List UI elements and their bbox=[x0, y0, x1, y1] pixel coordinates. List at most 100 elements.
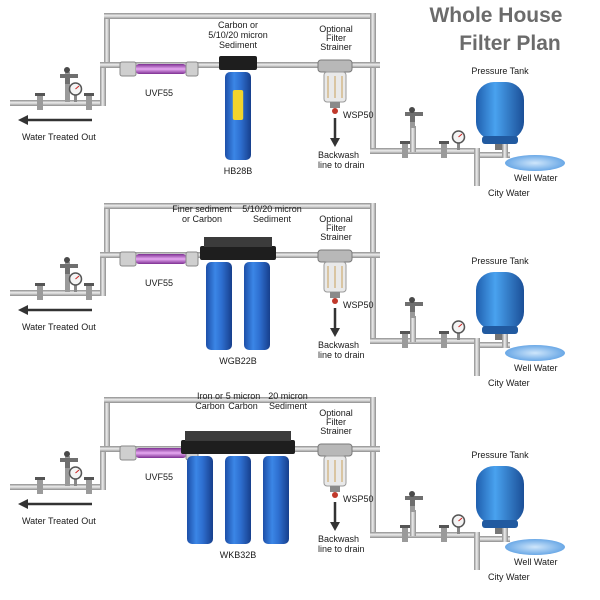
strainer-label-line-3: Strainer bbox=[320, 42, 352, 52]
uv-sterilizer-icon bbox=[119, 61, 199, 77]
filter-label-1-line-1: Iron or bbox=[197, 391, 223, 401]
city-water-label: City Water bbox=[488, 378, 530, 388]
title-line-2: Filter Plan bbox=[459, 32, 561, 55]
valve-icon bbox=[35, 283, 45, 300]
uv-label: UVF55 bbox=[145, 278, 173, 288]
valve-icon bbox=[84, 283, 94, 300]
backwash-label-line-2: line to drain bbox=[318, 544, 365, 554]
faucet-icon bbox=[405, 107, 423, 128]
strainer-label-line-2: Filter bbox=[326, 33, 346, 43]
strainer-model-label: WSP50 bbox=[343, 300, 374, 310]
pressure-gauge-icon bbox=[451, 130, 466, 150]
pressure-tank-label: Pressure Tank bbox=[471, 256, 529, 266]
backwash-label-line-2: line to drain bbox=[318, 350, 365, 360]
valve-icon bbox=[439, 525, 449, 542]
valve-icon bbox=[84, 93, 94, 110]
faucet-icon bbox=[405, 491, 423, 512]
spin-down-strainer-icon bbox=[317, 249, 353, 304]
strainer-model-label: WSP50 bbox=[343, 494, 374, 504]
pressure-gauge-icon bbox=[68, 82, 83, 102]
well-water-pool-icon bbox=[505, 345, 565, 361]
well-water-label: Well Water bbox=[514, 363, 558, 373]
filter-housing-icon bbox=[206, 262, 232, 350]
water-out-label: Water Treated Out bbox=[22, 132, 96, 142]
faucet-icon bbox=[405, 297, 423, 318]
water-out-label: Water Treated Out bbox=[22, 322, 96, 332]
pressure-gauge-icon bbox=[68, 466, 83, 486]
filter-label-3-line-1: 20 micron bbox=[268, 391, 308, 401]
strainer-label-line-2: Filter bbox=[326, 223, 346, 233]
strainer-label-line-3: Strainer bbox=[320, 232, 352, 242]
spin-down-strainer-icon bbox=[317, 59, 353, 114]
faucet-icon bbox=[60, 451, 78, 486]
filter-head bbox=[200, 246, 276, 260]
valve-icon bbox=[439, 331, 449, 348]
strainer-label-line-2: Filter bbox=[326, 417, 346, 427]
filter-plan-panel-2: Water Treated Out UVF55 Finer sedimentor… bbox=[10, 203, 565, 388]
filter-label-1-line-1: Carbon or bbox=[218, 20, 258, 30]
filter-housing-icon bbox=[225, 456, 251, 544]
filter-housing-icon bbox=[263, 456, 289, 544]
filter-label-1-line-2: Carbon bbox=[195, 401, 225, 411]
pressure-gauge-icon bbox=[68, 272, 83, 292]
pressure-tank-icon bbox=[476, 466, 524, 534]
filter-label-1-line-2: or Carbon bbox=[182, 214, 222, 224]
pressure-tank-icon bbox=[476, 272, 524, 340]
filter-head bbox=[219, 56, 257, 70]
filter-housing-icon bbox=[187, 456, 213, 544]
strainer-label-line-1: Optional bbox=[319, 24, 353, 34]
filter-housing-icon bbox=[225, 72, 251, 160]
backwash-label-line-1: Backwash bbox=[318, 340, 359, 350]
valve-icon bbox=[35, 477, 45, 494]
well-water-pool-icon bbox=[505, 155, 565, 171]
arrow-left-icon bbox=[18, 115, 92, 125]
filter-label-1-line-2: 5/10/20 micron bbox=[208, 30, 268, 40]
backwash-label-line-1: Backwash bbox=[318, 534, 359, 544]
valve-icon bbox=[400, 331, 410, 348]
pressure-gauge-icon bbox=[451, 320, 466, 340]
filter-housings bbox=[181, 431, 295, 544]
strainer-label-line-3: Strainer bbox=[320, 426, 352, 436]
strainer-label-line-1: Optional bbox=[319, 408, 353, 418]
filter-label-2-line-1: 5 micron bbox=[226, 391, 261, 401]
filter-housings bbox=[200, 237, 276, 350]
spin-down-strainer-icon bbox=[317, 443, 353, 498]
backwash-label-line-1: Backwash bbox=[318, 150, 359, 160]
pressure-tank-label: Pressure Tank bbox=[471, 450, 529, 460]
uv-label: UVF55 bbox=[145, 472, 173, 482]
filter-label-3-line-2: Sediment bbox=[269, 401, 308, 411]
pressure-gauge-icon bbox=[451, 514, 466, 534]
strainer-model-label: WSP50 bbox=[343, 110, 374, 120]
mounting-bracket bbox=[204, 237, 272, 247]
city-water-label: City Water bbox=[488, 188, 530, 198]
filter-label-2-line-1: 5/10/20 micron bbox=[242, 204, 302, 214]
arrow-down-icon bbox=[330, 118, 340, 147]
valve-icon bbox=[400, 525, 410, 542]
faucet-icon bbox=[60, 257, 78, 292]
filter-label-1-line-1: Finer sediment bbox=[172, 204, 232, 214]
faucet-icon bbox=[60, 67, 78, 102]
pressure-tank-icon bbox=[476, 82, 524, 150]
arrow-left-icon bbox=[18, 305, 92, 315]
pressure-tank-label: Pressure Tank bbox=[471, 66, 529, 76]
filter-plan-panel-1: Water Treated Out UVF55 Carbon or5/10/20… bbox=[10, 13, 565, 198]
mounting-bracket bbox=[185, 431, 291, 441]
valve-icon bbox=[439, 141, 449, 158]
filter-model-label: HB28B bbox=[224, 166, 253, 176]
filter-label-1-line-3: Sediment bbox=[219, 40, 258, 50]
well-water-label: Well Water bbox=[514, 173, 558, 183]
valve-icon bbox=[35, 93, 45, 110]
filter-housings bbox=[219, 56, 257, 160]
